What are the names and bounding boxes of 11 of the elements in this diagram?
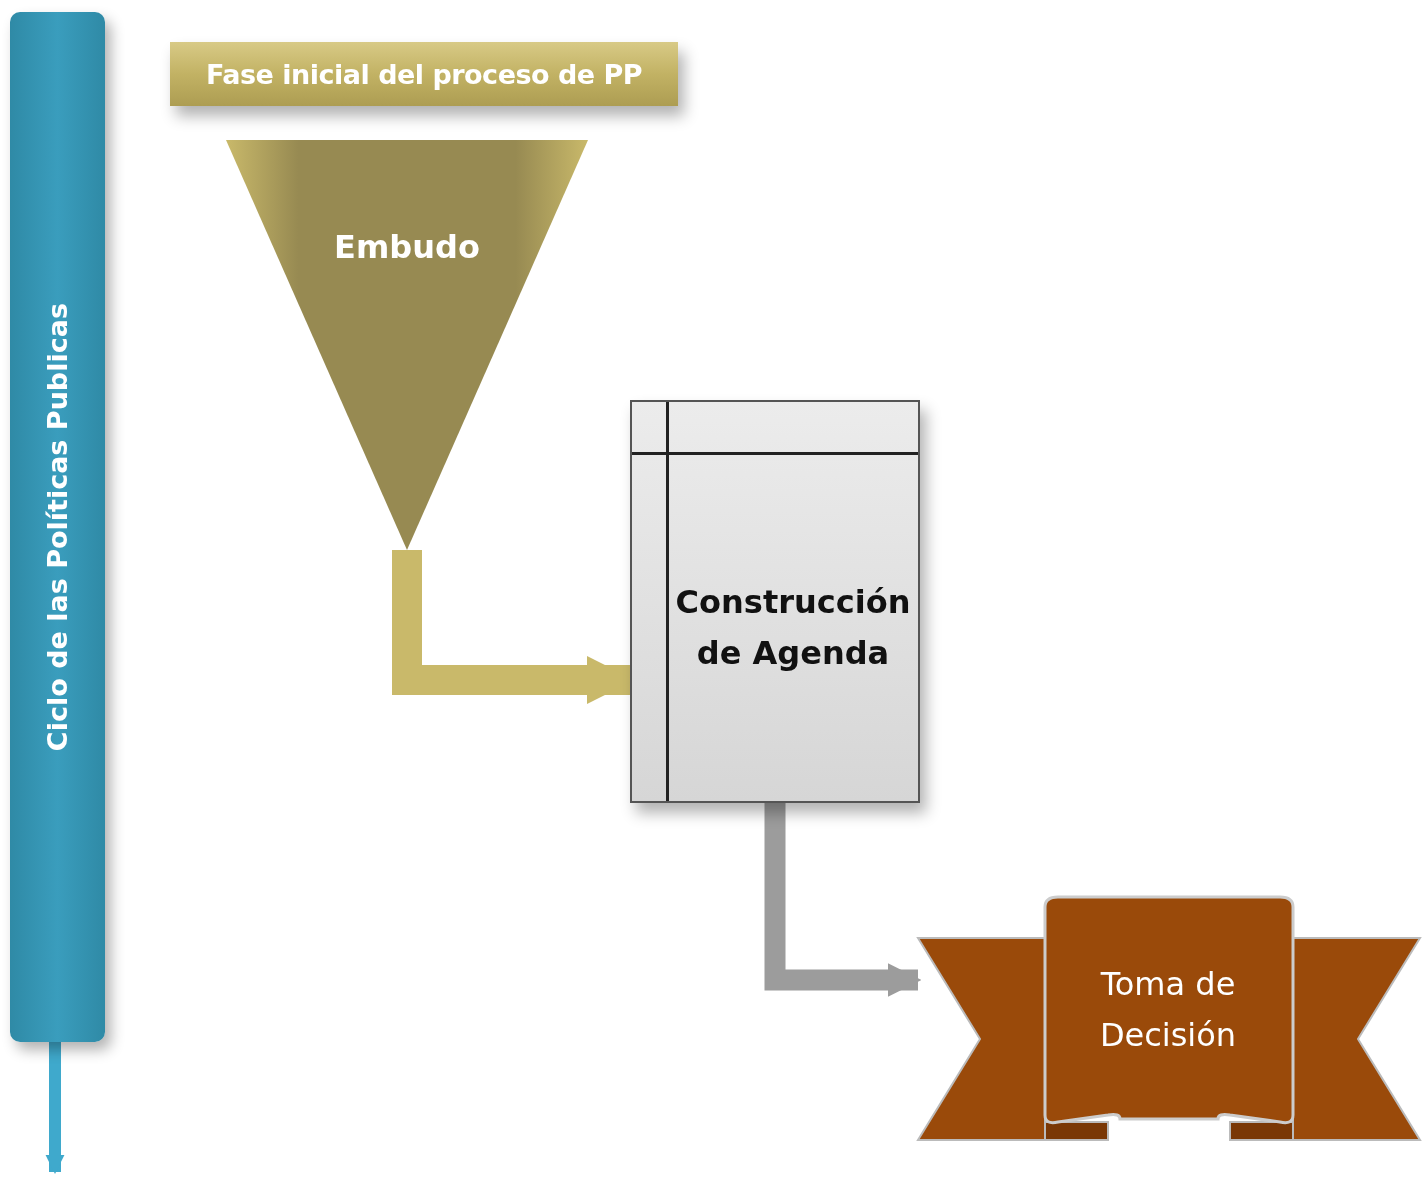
storage-box [630, 400, 920, 803]
node-label: Embudo [333, 228, 481, 266]
arrow [45, 1042, 65, 1174]
node-label: Toma de Decisión [1098, 964, 1238, 1057]
node-label: Fase inicial del proceso de PP [205, 58, 643, 90]
node-label: Construcción de Agenda [674, 582, 912, 675]
vertical-bar [10, 12, 105, 1042]
funnel-triangle [226, 140, 588, 550]
arrow [764, 803, 922, 997]
title-banner [170, 42, 678, 106]
node-label: Ciclo de las Políticas Publicas [42, 302, 73, 752]
